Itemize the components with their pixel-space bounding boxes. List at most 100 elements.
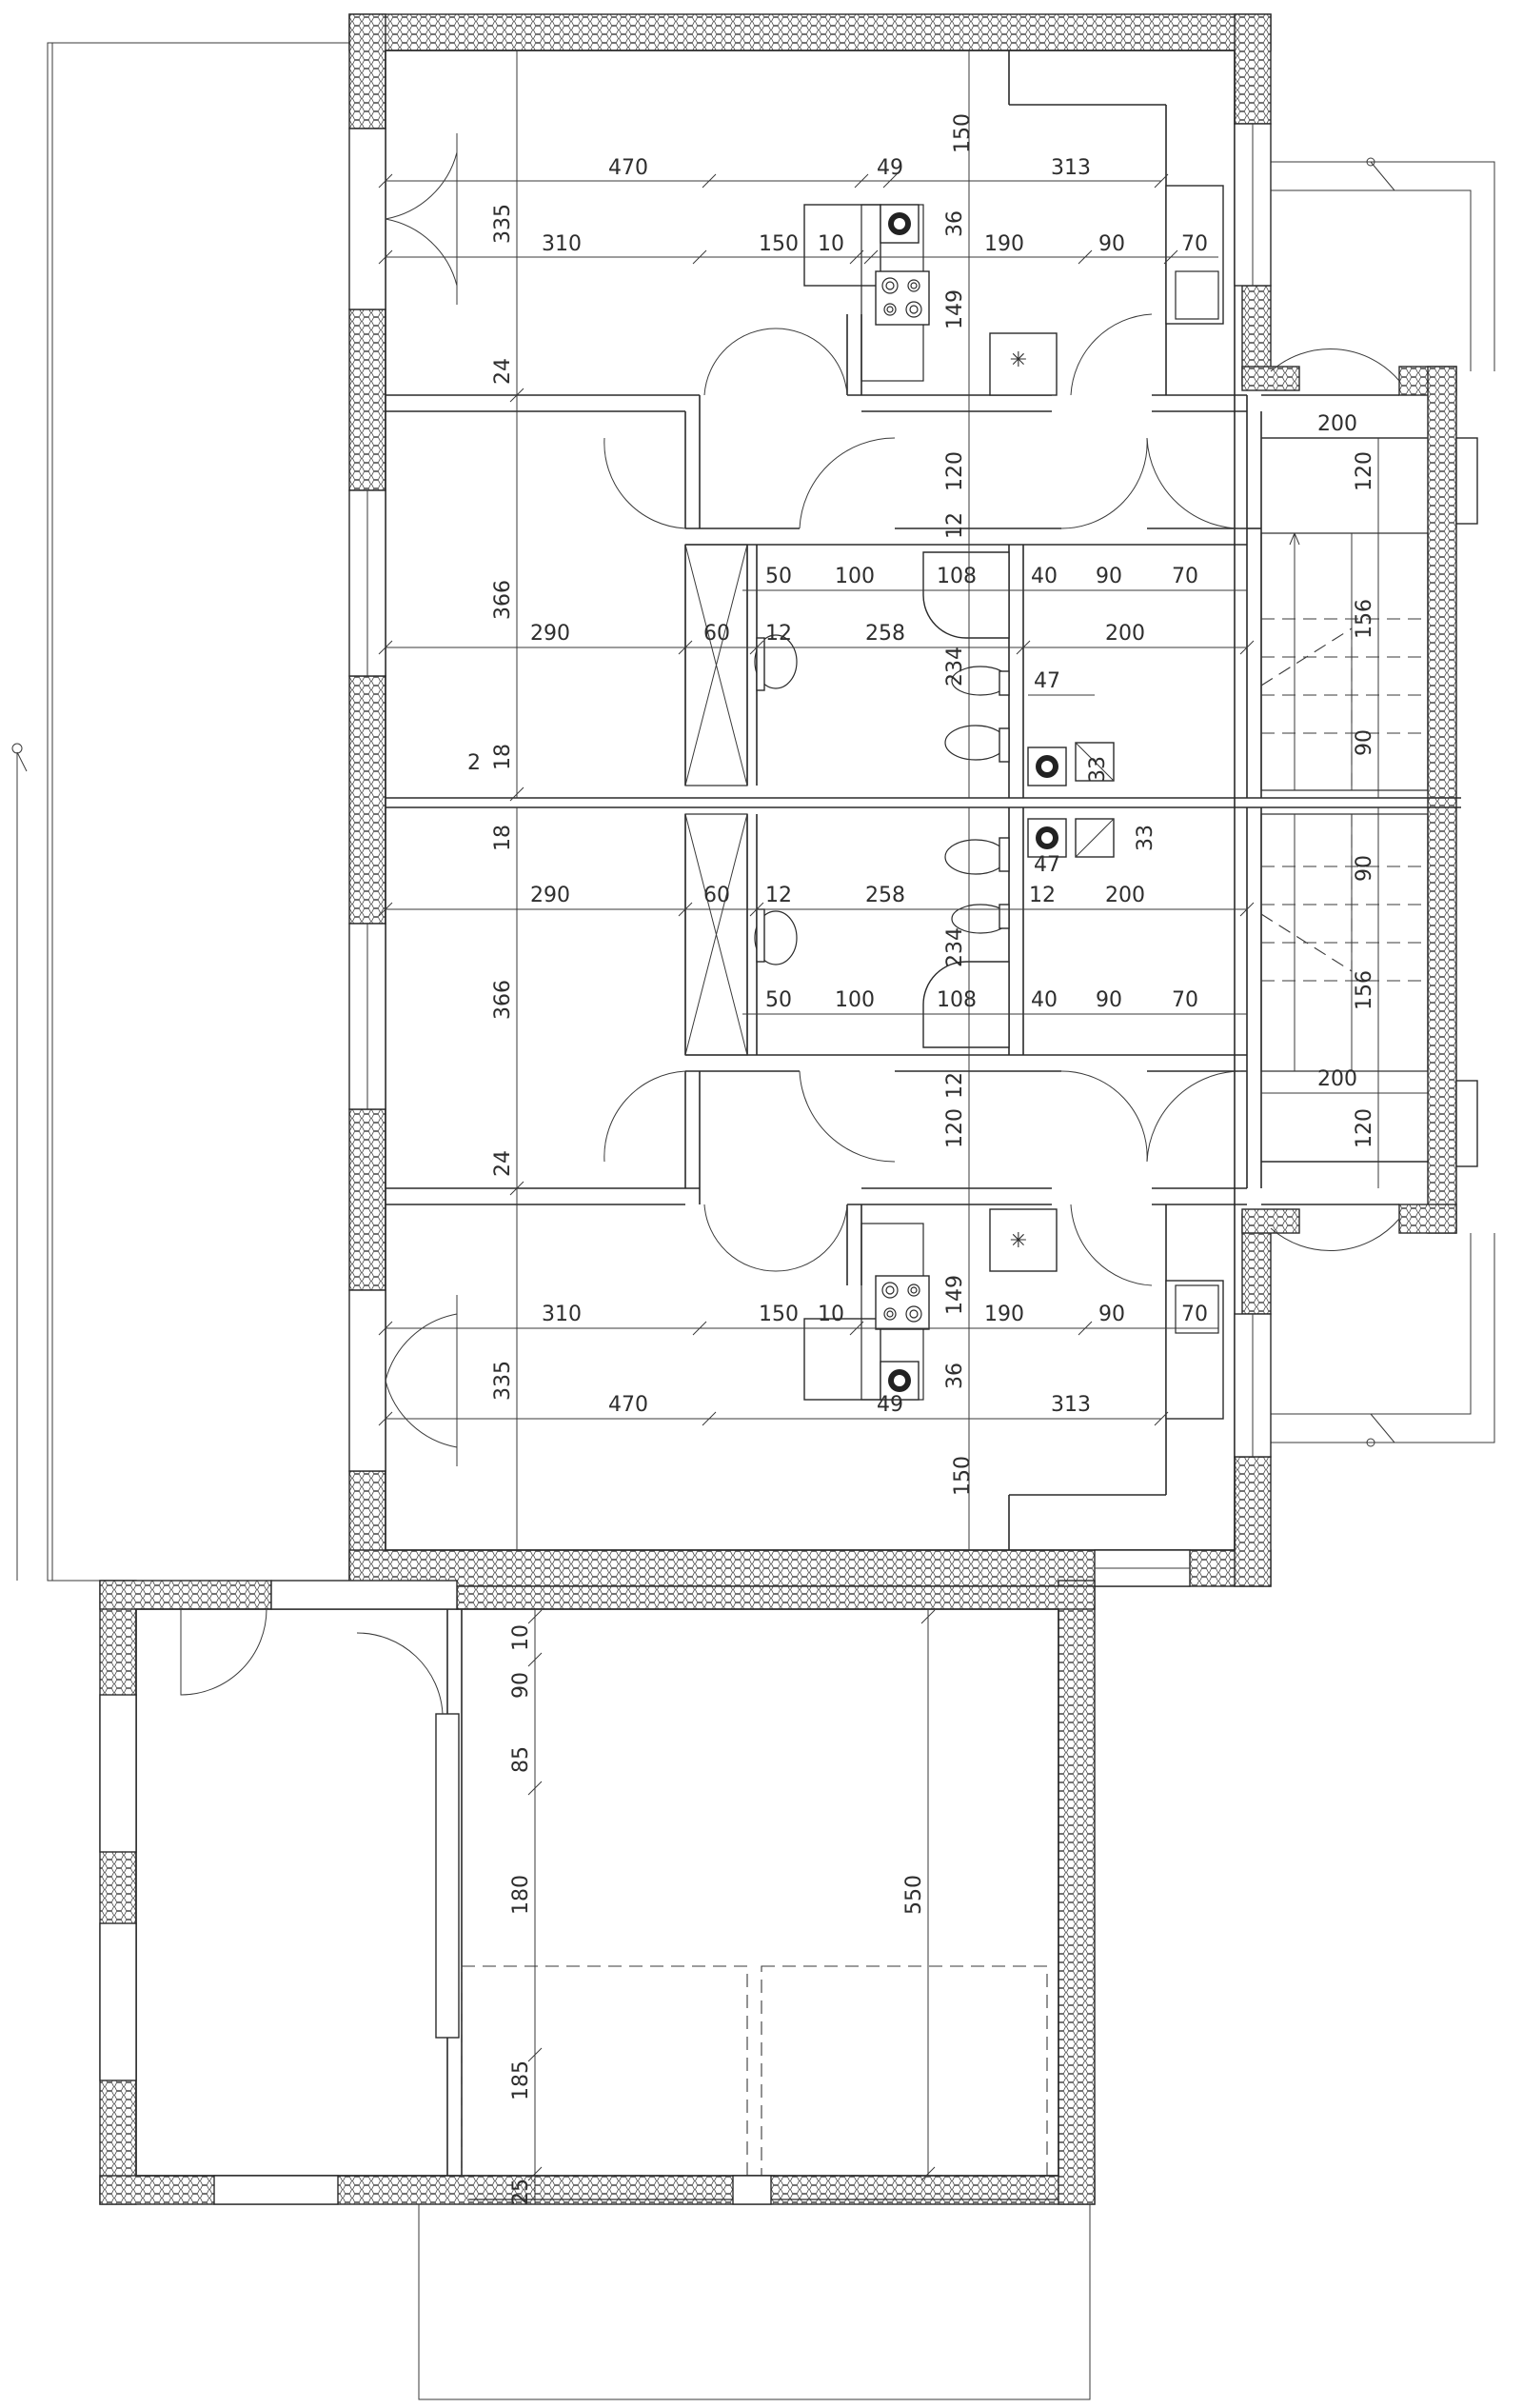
fridge-icon: ✳ — [1010, 348, 1027, 372]
dim-335: 335 — [491, 204, 515, 244]
dim-90b: 90 — [1096, 565, 1122, 588]
dim-12b: 12 — [765, 622, 792, 646]
dim-120: 120 — [943, 1108, 967, 1148]
toilet-icon — [944, 839, 1007, 875]
dims-upper: 470 49 313 150 335 310 150 10 36 190 90 … — [467, 113, 1376, 783]
dim-10: 10 — [509, 1624, 533, 1651]
garage-walls — [99, 1580, 1096, 2400]
dim-100: 100 — [835, 565, 875, 588]
dim-290: 290 — [530, 622, 570, 646]
dim-40: 40 — [1031, 565, 1058, 588]
dim-60: 60 — [703, 884, 730, 907]
dim-550: 550 — [902, 1875, 926, 1915]
toilet-icon — [944, 725, 1007, 761]
kitchen-lower: ✳ — [803, 1208, 1224, 1420]
dim-234: 234 — [943, 927, 967, 967]
dim-108: 108 — [937, 988, 977, 1012]
dim-90: 90 — [1098, 232, 1125, 256]
dim-36: 36 — [943, 1363, 967, 1389]
dim-200b: 200 — [1105, 622, 1145, 646]
dim-470: 470 — [608, 1393, 648, 1417]
sink-icon — [754, 634, 798, 689]
dim-33: 33 — [1134, 825, 1157, 851]
dim-149: 149 — [943, 289, 967, 329]
dim-25: 25 — [509, 2179, 533, 2205]
house-walls — [348, 13, 1457, 1587]
dim-90b: 90 — [1096, 988, 1122, 1012]
dim-36: 36 — [943, 210, 967, 237]
door-swings — [603, 313, 1400, 1286]
dims-garage: 10 90 85 180 550 185 25 — [509, 1624, 926, 2205]
wardrobe-lower — [684, 813, 748, 1056]
fridge-icon: ✳ — [1010, 1229, 1027, 1253]
dim-258: 258 — [865, 884, 905, 907]
shower-tray-icon — [922, 551, 1010, 639]
dim-200: 200 — [1317, 412, 1357, 436]
dim-90: 90 — [1353, 855, 1376, 882]
dim-234: 234 — [943, 647, 967, 687]
bathroom-lower — [754, 818, 1115, 1048]
dim-49: 49 — [877, 1393, 903, 1417]
wardrobe-upper — [684, 544, 748, 786]
dim-190: 190 — [984, 232, 1024, 256]
dim-50: 50 — [765, 988, 792, 1012]
dim-150: 150 — [759, 1303, 799, 1326]
dim-49: 49 — [877, 156, 903, 180]
dim-149: 149 — [943, 1275, 967, 1315]
dim-108: 108 — [937, 565, 977, 588]
terrace-doors — [348, 128, 458, 1472]
dim-18: 18 — [491, 744, 515, 770]
dim-200: 200 — [1105, 884, 1145, 907]
porch-lower — [1271, 1233, 1495, 1447]
dim-150b: 150 — [759, 232, 799, 256]
site-boundary — [11, 42, 352, 1582]
dim-24: 24 — [491, 1150, 515, 1177]
dim-200b: 200 — [1317, 1067, 1357, 1091]
kitchen-upper: ✳ — [803, 185, 1224, 396]
dim-313: 313 — [1051, 156, 1091, 180]
dim-120b: 120 — [1353, 1108, 1376, 1148]
dim-470: 470 — [608, 156, 648, 180]
dim-12: 12 — [765, 884, 792, 907]
stairs-upper — [1260, 532, 1429, 791]
dim-50: 50 — [765, 565, 792, 588]
sink-icon — [754, 910, 798, 965]
porch-upper — [1271, 157, 1495, 371]
shower-tray-icon — [922, 961, 1010, 1048]
dim-190: 190 — [984, 1303, 1024, 1326]
bathroom-upper — [754, 551, 1115, 786]
dim-310: 310 — [542, 1303, 582, 1326]
dim-185: 185 — [509, 2060, 533, 2100]
dim-150: 150 — [951, 113, 975, 153]
dim-290: 290 — [530, 884, 570, 907]
dims-lower: 18 33 47 90 290 60 12 258 12 200 234 366… — [491, 825, 1376, 1496]
dim-85: 85 — [509, 1746, 533, 1773]
dim-10: 10 — [818, 232, 844, 256]
dim-47: 47 — [1034, 669, 1060, 693]
dim-40: 40 — [1031, 988, 1058, 1012]
dim-90c: 90 — [1353, 729, 1376, 756]
dim-180: 180 — [509, 1875, 533, 1915]
dim-47: 47 — [1034, 853, 1060, 877]
dim-10: 10 — [818, 1303, 844, 1326]
dimension-lines — [378, 50, 1428, 2204]
dim-156: 156 — [1353, 970, 1376, 1010]
dim-310: 310 — [542, 232, 582, 256]
dim-70: 70 — [1181, 232, 1208, 256]
dim-313: 313 — [1051, 1393, 1091, 1417]
dim-366: 366 — [491, 980, 515, 1020]
dim-258: 258 — [865, 622, 905, 646]
dim-100: 100 — [835, 988, 875, 1012]
dim-90: 90 — [509, 1672, 533, 1699]
dim-150b: 150 — [951, 1456, 975, 1496]
dim-2: 2 — [467, 751, 481, 775]
dim-33: 33 — [1086, 756, 1110, 783]
dim-70b: 70 — [1181, 1303, 1208, 1326]
dim-70: 70 — [1172, 988, 1198, 1012]
dim-18: 18 — [491, 825, 515, 851]
dim-335: 335 — [491, 1361, 515, 1401]
dim-70b: 70 — [1172, 565, 1198, 588]
dim-60: 60 — [703, 622, 730, 646]
dim-90c: 90 — [1098, 1303, 1125, 1326]
